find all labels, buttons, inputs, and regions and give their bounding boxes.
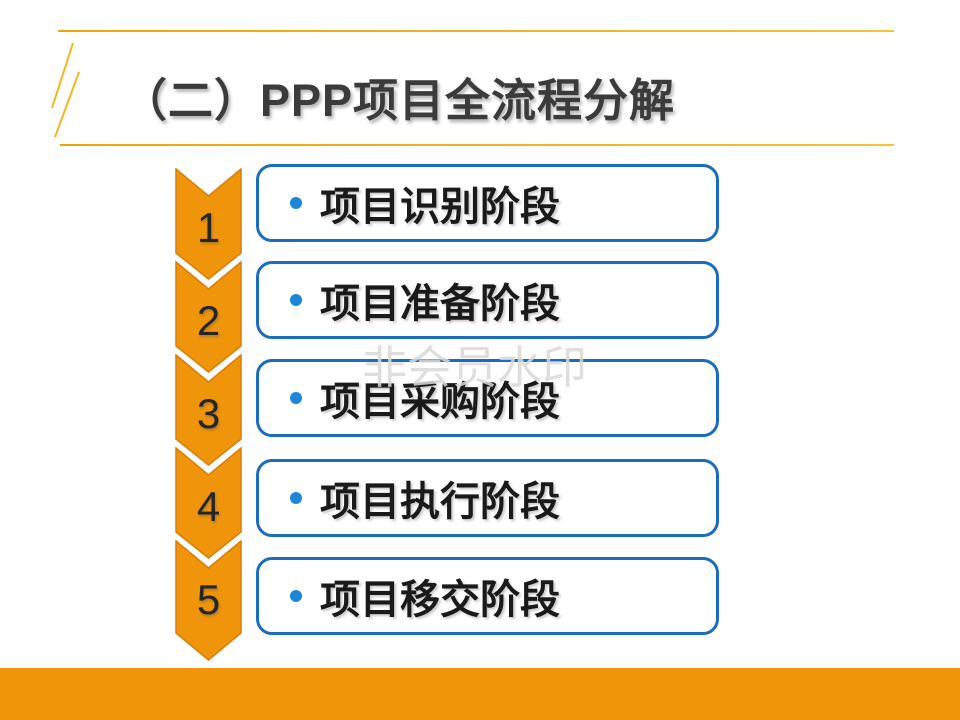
bullet-icon — [290, 492, 302, 504]
chevron-down-icon — [175, 447, 242, 559]
bullet-icon — [290, 590, 302, 602]
step-number: 5 — [196, 576, 221, 623]
bottom-accent-bar — [0, 668, 960, 720]
slash-line-icon — [51, 42, 74, 109]
stage-box: 项目识别阶段 — [256, 164, 719, 242]
slash-decoration — [51, 42, 80, 138]
stage-label: 项目采购阶段 — [320, 380, 560, 424]
slash-line-icon — [54, 71, 80, 138]
bullet-icon — [290, 392, 302, 404]
chevron-down-icon — [175, 168, 242, 280]
bullet-icon — [290, 197, 302, 209]
stage-box: 项目执行阶段 — [256, 459, 719, 537]
step-number: 4 — [196, 483, 221, 530]
stage-label: 项目识别阶段 — [320, 185, 560, 229]
stage-box: 项目准备阶段 — [256, 261, 719, 339]
stage-label: 项目移交阶段 — [320, 578, 560, 622]
step-number: 3 — [196, 390, 221, 437]
step-number: 2 — [196, 297, 221, 344]
step-number: 1 — [196, 204, 221, 251]
chevron-down-icon — [175, 354, 242, 466]
chevron-down-icon — [175, 261, 242, 373]
chevron-down-icon — [175, 540, 242, 661]
bullet-icon — [290, 294, 302, 306]
title-underline — [60, 144, 894, 146]
stage-box: 项目采购阶段 — [256, 359, 719, 437]
top-accent-line — [58, 30, 894, 32]
stage-box: 项目移交阶段 — [256, 557, 719, 635]
stage-label: 项目执行阶段 — [320, 480, 560, 524]
stage-label: 项目准备阶段 — [320, 282, 560, 326]
slide-title: （二）PPP项目全流程分解 — [122, 75, 676, 126]
